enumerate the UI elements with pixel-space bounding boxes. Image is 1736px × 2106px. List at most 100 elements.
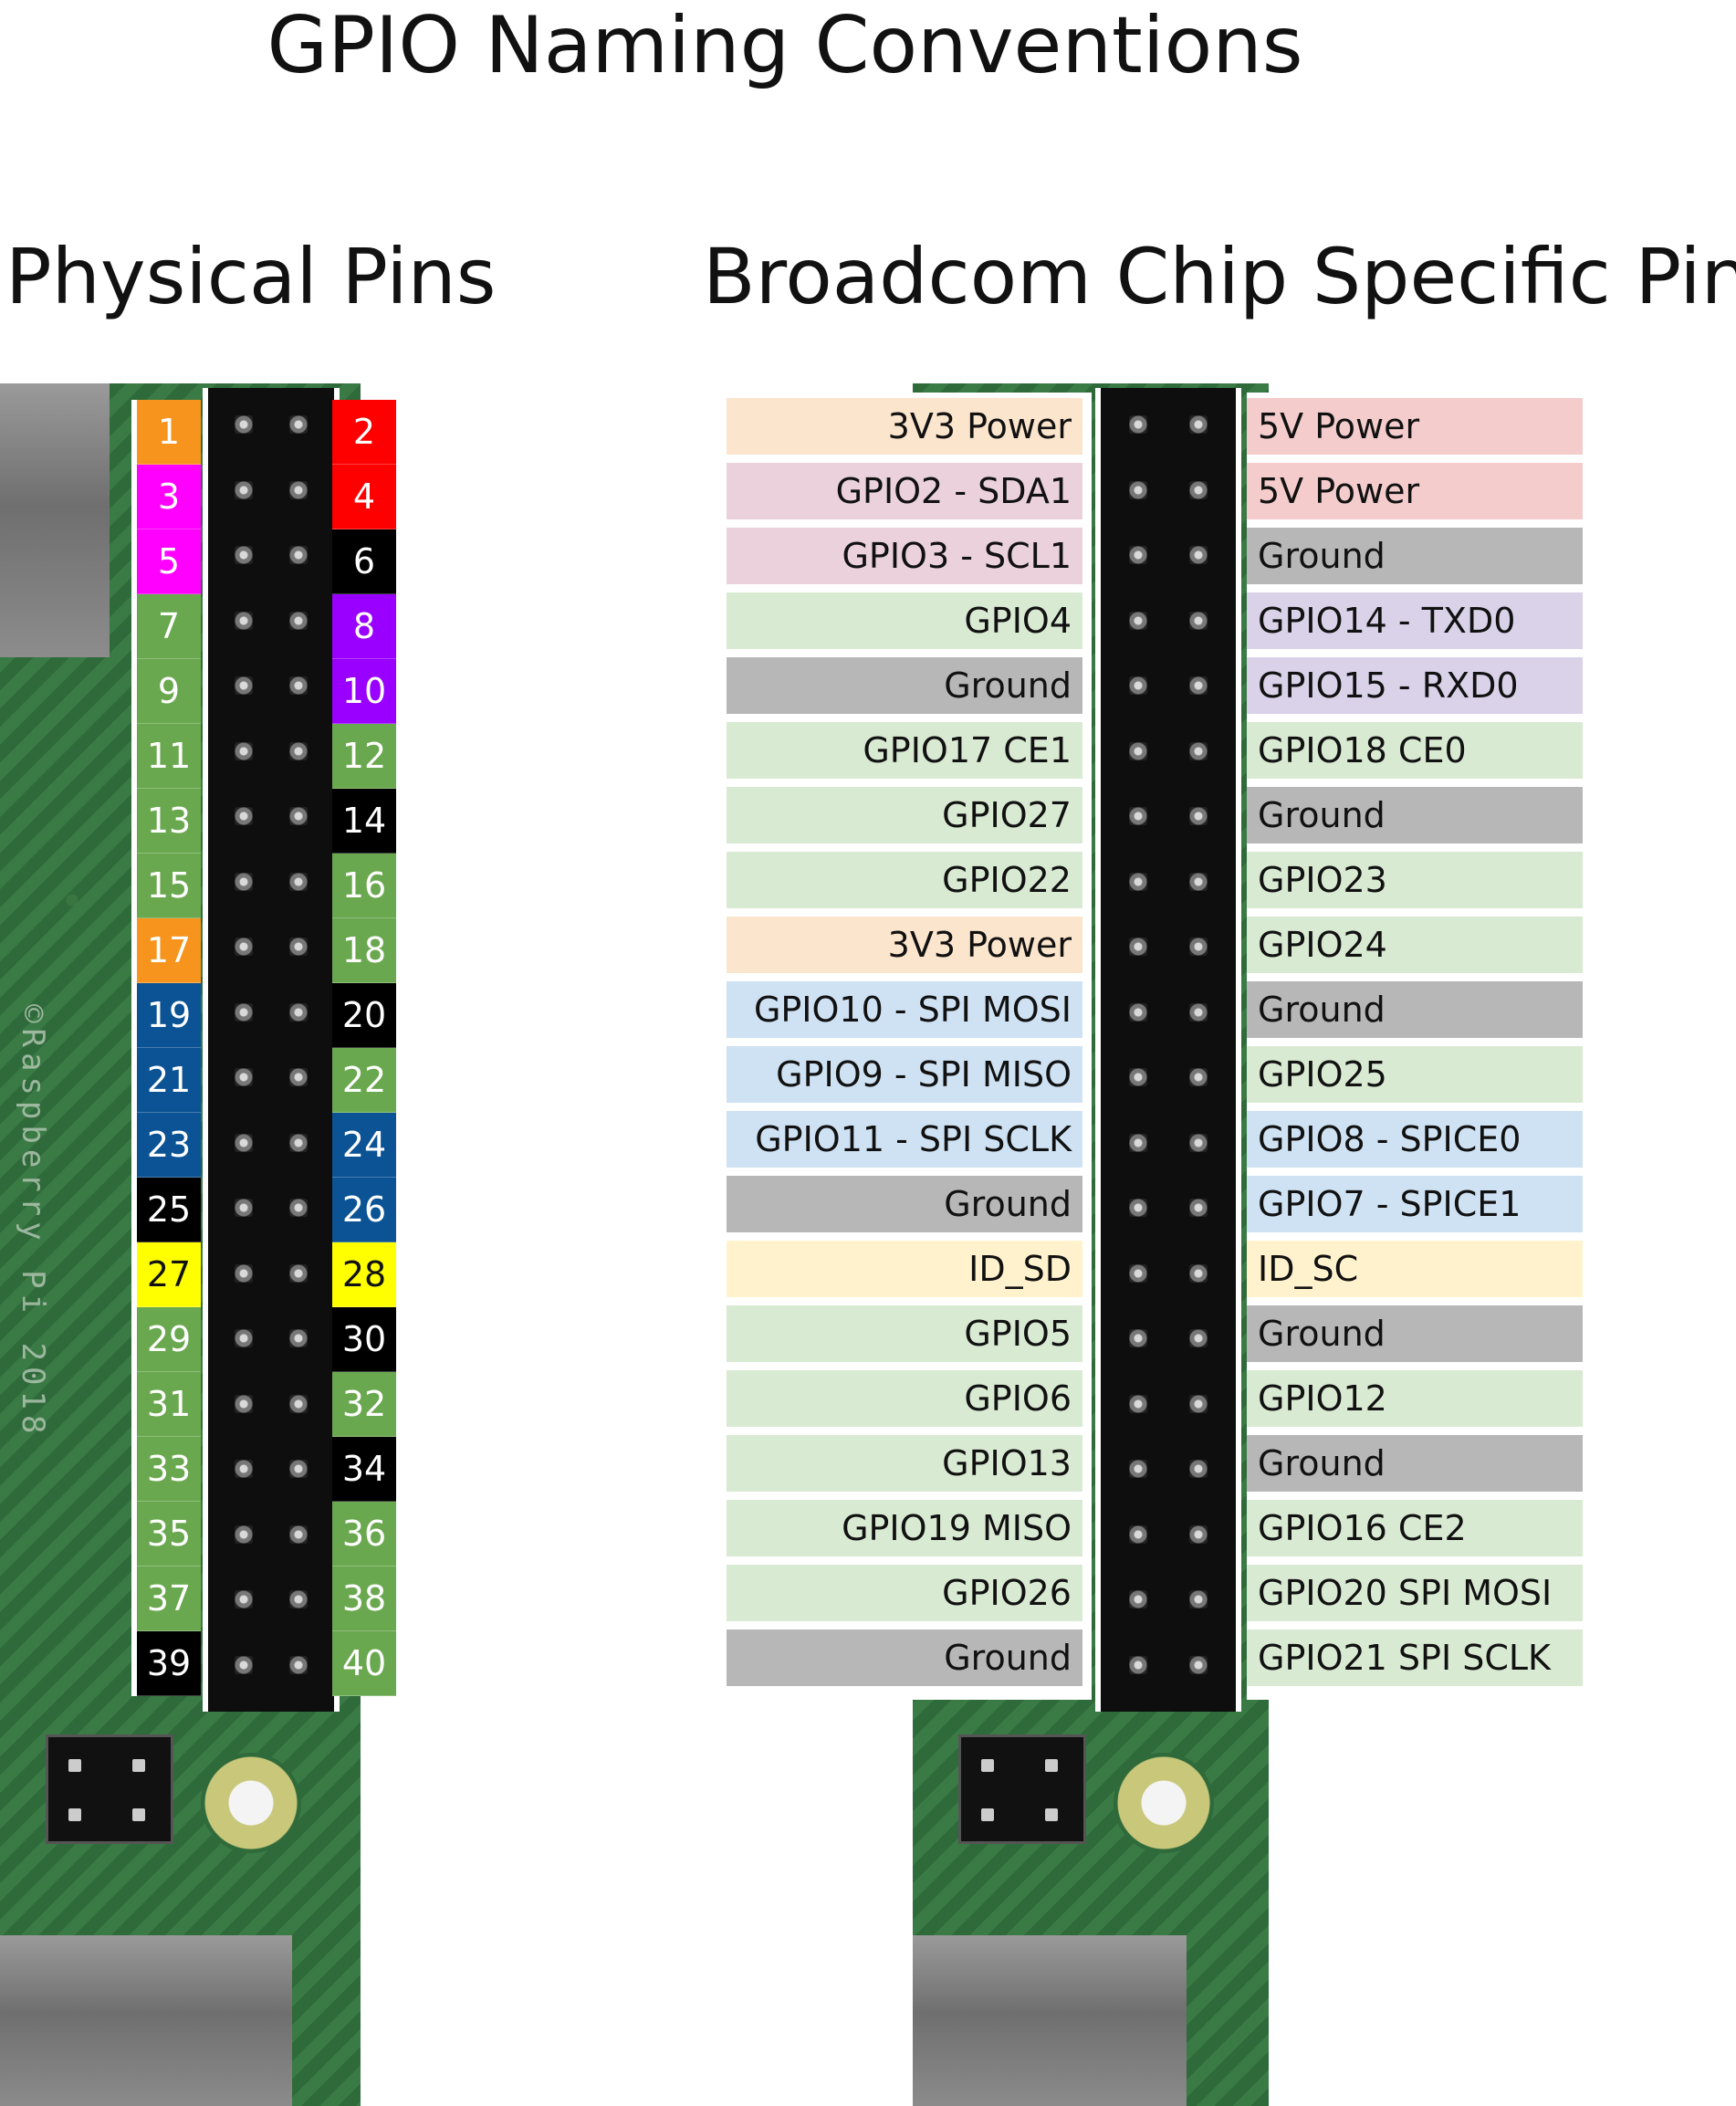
header-pin [1129,1263,1148,1283]
broadcom-pin-label: GPIO9 - SPI MISO [727,1046,1082,1103]
header-pin [1129,1524,1148,1544]
header-pin [1188,1655,1208,1674]
broadcom-pin-label: Ground [1247,787,1583,843]
header-pin [234,1263,253,1283]
poe-header [958,1734,1086,1844]
header-pin [1129,741,1148,760]
header-pin [289,807,309,825]
header-pin [234,1068,253,1086]
pin-number-cell: 40 [332,1631,396,1696]
pin-number-cell: 15 [137,854,201,918]
header-pin [1129,1329,1148,1347]
broadcom-pin-label: GPIO18 CE0 [1247,722,1583,779]
header-pin [289,480,309,499]
broadcom-pin-label: Ground [727,1629,1082,1686]
broadcom-pin-label: Ground [1247,1305,1583,1362]
pin-number-cell: 9 [137,659,201,724]
broadcom-pin-label: GPIO12 [1247,1370,1583,1427]
pin-number-cell: 6 [332,529,396,594]
header-pin [289,741,309,760]
pin-number-cell: 30 [332,1307,396,1372]
header-pin [289,546,309,564]
header-pin [234,1133,253,1152]
header-pin [289,611,309,630]
header-pin [1188,480,1208,499]
pin-number-cell: 24 [332,1113,396,1178]
pin-number-cell: 25 [137,1178,201,1242]
header-pin [289,1329,309,1347]
header-pin [1129,415,1148,434]
header-pin [1129,546,1148,564]
header-pin [1129,1460,1148,1478]
page-title: GPIO Naming Conventions [267,0,1303,91]
broadcom-pin-label: Ground [727,657,1082,714]
pin-number-cell: 10 [332,659,396,724]
broadcom-pin-label: 3V3 Power [727,917,1082,973]
pin-number-cell: 1 [137,400,201,465]
header-pin [234,938,253,956]
pin-number-cell: 3 [137,465,201,529]
header-pin [1188,1068,1208,1086]
pin-number-cell: 7 [137,594,201,659]
header-pin [234,676,253,695]
pin-number-cell: 20 [332,983,396,1048]
header-pin [1129,676,1148,695]
header-pin [1188,1329,1208,1347]
broadcom-pin-label: GPIO24 [1247,917,1583,973]
pin-number-cell: 39 [137,1631,201,1696]
broadcom-pin-label: ID_SD [727,1241,1082,1297]
header-pin [234,1524,253,1544]
pin-number-cell: 29 [137,1307,201,1372]
broadcom-pin-label: 3V3 Power [727,398,1082,455]
broadcom-pin-label: GPIO8 - SPICE0 [1247,1111,1583,1168]
header-pin [289,1263,309,1283]
mounting-hole [201,1753,301,1853]
pin-number-cell: 21 [137,1048,201,1113]
broadcom-pin-label: GPIO13 [727,1435,1082,1492]
header-pin [1188,741,1208,760]
broadcom-pin-label: GPIO5 [727,1305,1082,1362]
header-pin [234,480,253,499]
pin-number-cell: 22 [332,1048,396,1113]
pin-number-cell: 36 [332,1502,396,1566]
header-pin [289,872,309,891]
pin-number-cell: 5 [137,529,201,594]
header-pin [1188,1002,1208,1022]
ethernet-port-shape [913,1935,1187,2106]
pin-number-cell: 31 [137,1372,201,1437]
pin-number-cell: 23 [137,1113,201,1178]
header-pin [289,1199,309,1217]
pin-number-cell: 27 [137,1242,201,1307]
header-pin [1188,1524,1208,1544]
header-pin [234,1394,253,1413]
header-pin [289,1590,309,1608]
broadcom-pin-label: GPIO7 - SPICE1 [1247,1176,1583,1232]
broadcom-pin-label: 5V Power [1247,398,1583,455]
header-pin [1129,938,1148,956]
header-pin [1129,872,1148,891]
broadcom-pin-label: Ground [1247,1435,1583,1492]
broadcom-pin-label: GPIO4 [727,592,1082,649]
broadcom-pin-label: GPIO27 [727,787,1082,843]
header-pin [1188,938,1208,956]
pin-number-cell: 19 [137,983,201,1048]
header-pin [234,546,253,564]
broadcom-pin-label: GPIO19 MISO [727,1500,1082,1556]
header-pin [289,676,309,695]
broadcom-pin-label: GPIO22 [727,852,1082,908]
header-pin [1129,807,1148,825]
header-pin [234,741,253,760]
gpio-header-right [1095,388,1241,1712]
header-pin [234,1329,253,1347]
pin-number-cell: 4 [332,465,396,529]
broadcom-pin-label: GPIO16 CE2 [1247,1500,1583,1556]
mounting-hole [1114,1753,1214,1853]
pin-number-cell: 28 [332,1242,396,1307]
header-pin [234,1590,253,1608]
broadcom-pin-label: GPIO20 SPI MOSI [1247,1565,1583,1621]
header-pin [1188,1394,1208,1413]
header-pin [234,807,253,825]
header-pin [289,1394,309,1413]
physical-pins-heading: Physical Pins [5,232,497,321]
